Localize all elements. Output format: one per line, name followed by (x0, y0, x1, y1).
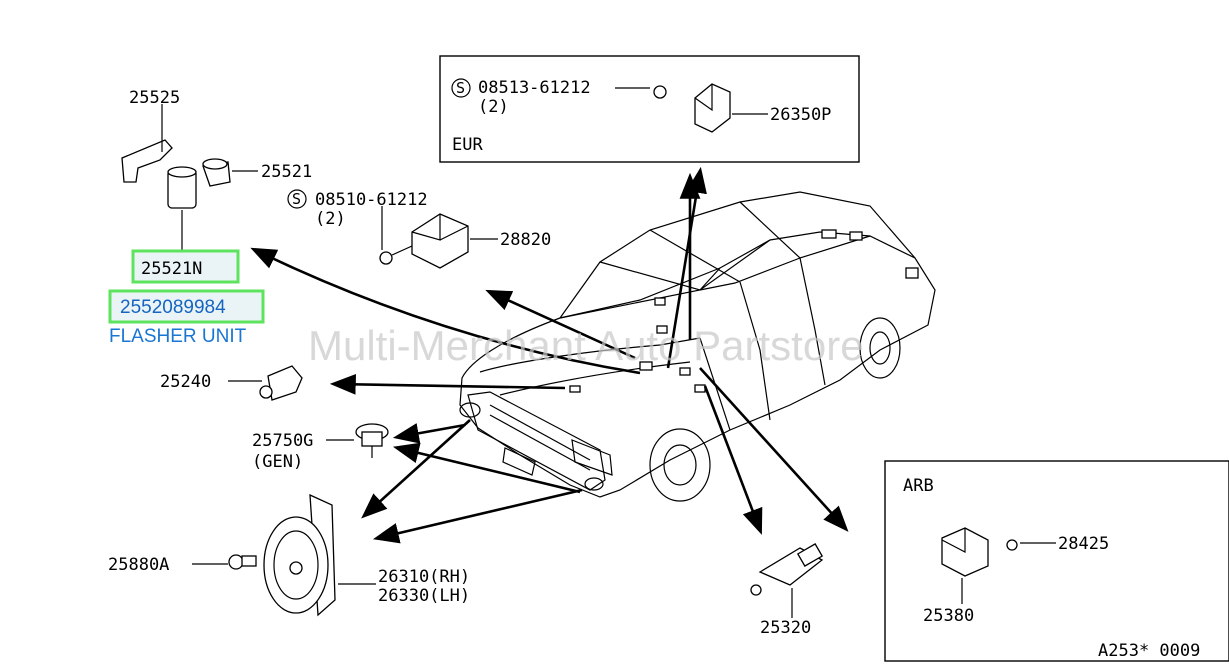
screw-symbol-main: S (292, 190, 301, 208)
label-26330: 26330(LH) (378, 586, 470, 606)
part-28820-relay (379, 206, 498, 269)
label-25380: 25380 (923, 606, 974, 626)
watermark: Multi-Merchant Auto Partstore (308, 322, 864, 369)
label-25525: 25525 (129, 88, 180, 108)
label-25880A: 25880A (108, 555, 169, 575)
label-25320: 25320 (760, 618, 811, 638)
label-08510-qty: (2) (315, 209, 346, 229)
part-25750G-switch (326, 423, 389, 458)
eur-label: EUR (452, 135, 483, 155)
part-25521-cap (202, 158, 258, 187)
part-25240-switch (228, 365, 303, 401)
highlight-box-part-number (108, 289, 265, 324)
inset-arb: ARB 28425 25380 A253* 0009 (884, 460, 1229, 662)
leader-arrows (250, 166, 849, 544)
part-25320-switch (750, 543, 824, 618)
part-25521N-flasher (167, 166, 197, 252)
diagram-code: A253* 0009 (1098, 641, 1200, 661)
label-26350P: 26350P (770, 105, 831, 125)
inset-eur: S 08513-61212 (2) 26350P EUR (439, 55, 860, 163)
car-illustration (459, 191, 936, 502)
part-horn (192, 493, 376, 617)
highlight-description: FLASHER UNIT (109, 326, 247, 347)
label-25521: 25521 (261, 162, 312, 182)
label-28820: 28820 (500, 230, 551, 250)
label-25521N: 25521N (141, 259, 202, 279)
label-26310: 26310(RH) (378, 567, 470, 587)
label-25750G: 25750G (252, 431, 313, 451)
label-08510: 08510-61212 (315, 190, 428, 210)
label-25240: 25240 (160, 372, 211, 392)
label-25750G-note: (GEN) (252, 452, 303, 472)
label-28425: 28425 (1058, 534, 1109, 554)
label-08513-qty: (2) (478, 97, 509, 117)
arb-label: ARB (903, 476, 934, 496)
highlight-box-25521N (131, 249, 240, 284)
part-25525-cover (121, 104, 173, 183)
screw-symbol-eur: S (456, 79, 465, 97)
highlight-part-number[interactable]: 2552089984 (120, 297, 226, 318)
label-08513: 08513-61212 (478, 78, 591, 98)
